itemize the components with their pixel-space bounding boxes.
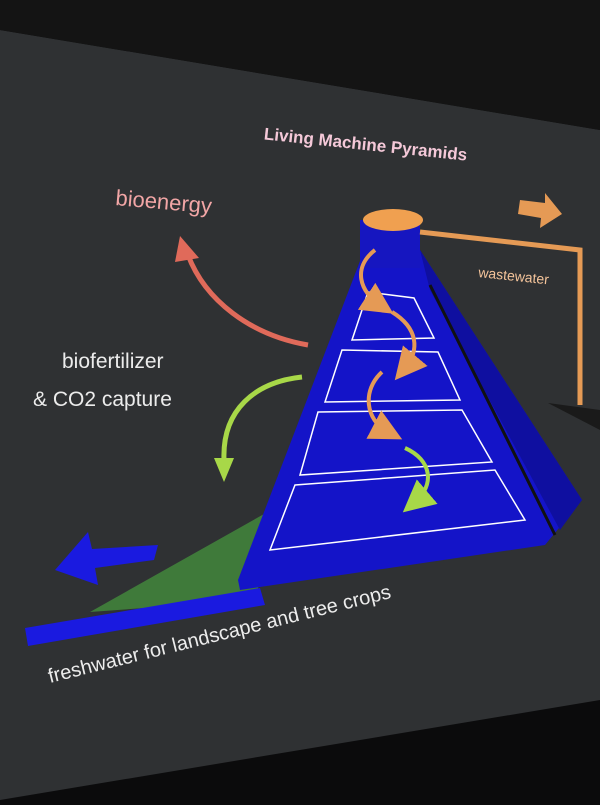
green-wedge — [90, 505, 280, 612]
top-tank-icon — [363, 209, 423, 231]
pointer-silhouette — [548, 403, 600, 430]
pyramid-side-face — [420, 250, 582, 530]
freshwater-outflow — [25, 588, 265, 646]
wastewater-inflow-arrow — [518, 193, 562, 228]
wastewater-pipe — [419, 229, 583, 405]
flow-arrow-3 — [366, 370, 403, 440]
flow-arrow-1 — [357, 248, 394, 314]
screen-top-border — [0, 0, 600, 130]
label-wastewater: wastewater — [477, 264, 550, 287]
biofertilizer-arrow-head — [214, 458, 234, 482]
tier-3 — [298, 409, 494, 476]
biofertilizer-arrow — [221, 374, 303, 461]
flow-arrow-4 — [402, 446, 438, 513]
bioenergy-arrow — [185, 254, 309, 348]
tier-1 — [350, 291, 436, 341]
flow-arrow-2 — [390, 310, 428, 381]
pyramid-edge — [428, 284, 557, 536]
bioenergy-arrow-head — [175, 236, 199, 262]
label-biofertilizer-line1: biofertilizer — [62, 350, 164, 373]
label-biofertilizer-line2: & CO2 capture — [33, 388, 172, 411]
pyramid-body — [238, 248, 582, 590]
freshwater-arrow — [55, 532, 158, 585]
